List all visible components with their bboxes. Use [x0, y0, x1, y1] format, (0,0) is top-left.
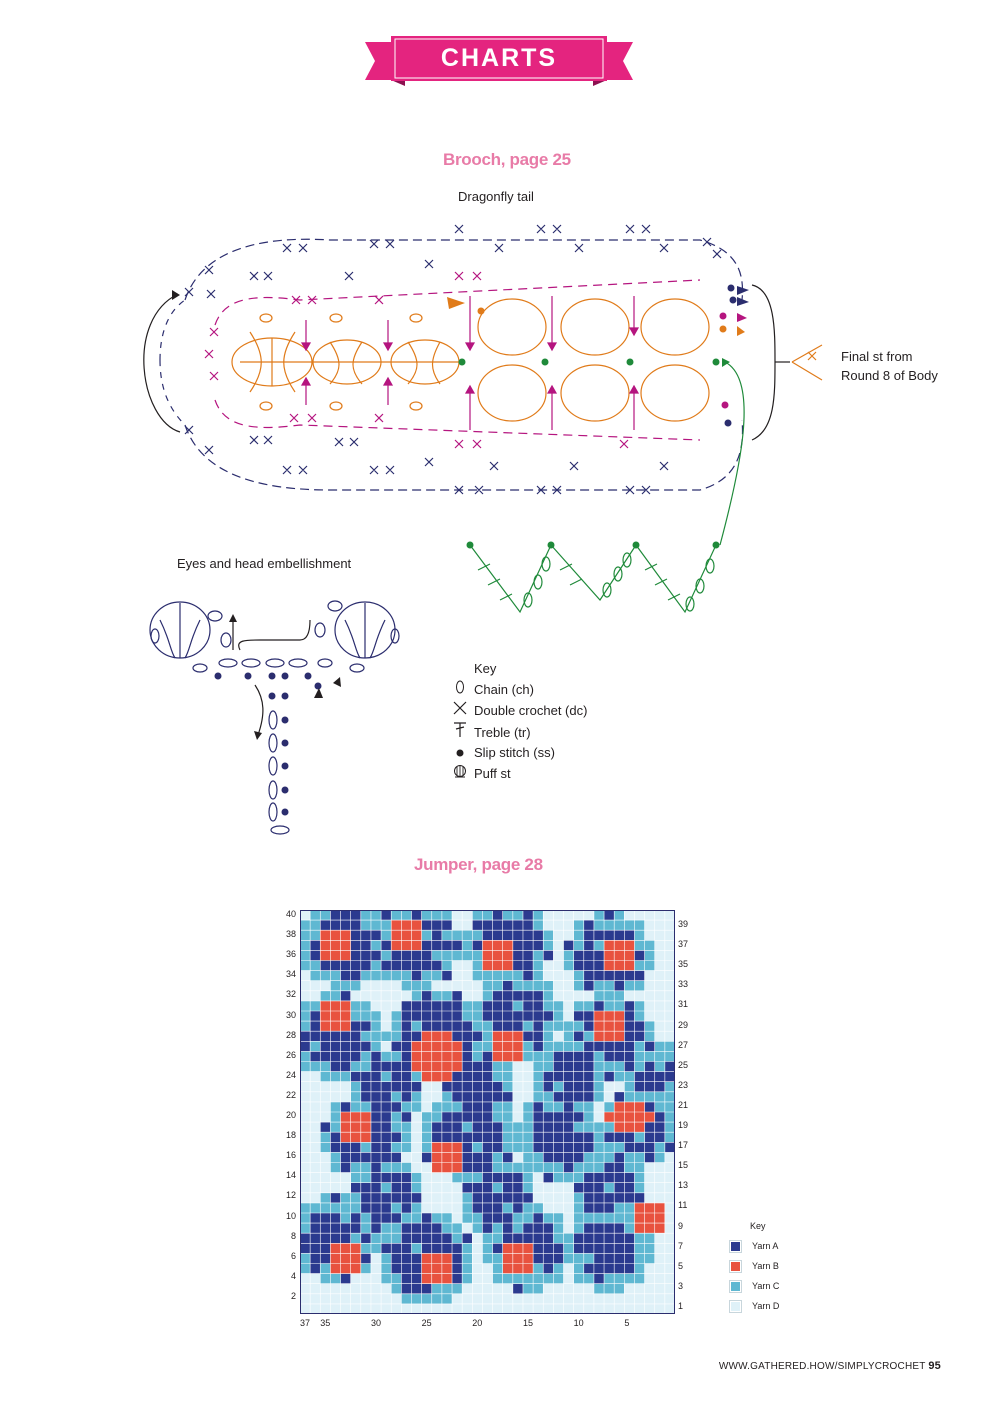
key-label-chain: Chain (ch)	[474, 682, 534, 697]
row-number-right: 9	[678, 1220, 684, 1231]
double-crochet-icon	[452, 700, 468, 721]
jumper-colourwork-chart	[300, 910, 675, 1314]
key-item-treble: Treble (tr)	[452, 721, 587, 742]
dragonfly-tail-label: Dragonfly tail	[458, 189, 534, 204]
row-number-left: 14	[285, 1170, 296, 1181]
stitch-number: 15	[522, 1318, 533, 1328]
row-number-right: 33	[678, 979, 689, 990]
row-number-left: 6	[290, 1250, 296, 1261]
row-number-left: 8	[290, 1230, 296, 1241]
yarn-a-swatch	[729, 1240, 742, 1254]
yarn-d-label: Yarn D	[752, 1301, 780, 1311]
row-number-left: 30	[285, 1009, 296, 1020]
row-number-right: 37	[678, 939, 689, 950]
yarn-b-label: Yarn B	[752, 1261, 779, 1271]
key-item-chain: Chain (ch)	[452, 679, 587, 700]
key-item-dc: Double crochet (dc)	[452, 700, 587, 721]
row-number-left: 20	[285, 1110, 296, 1120]
row-number-left: 24	[285, 1069, 296, 1080]
jumper-title: Jumper, page 28	[414, 855, 543, 874]
key-yarn-b: Yarn B	[729, 1256, 779, 1276]
yarn-c-label: Yarn C	[752, 1281, 780, 1291]
row-number-right: 3	[678, 1280, 684, 1291]
row-number-right: 7	[678, 1240, 684, 1251]
yarn-b-swatch	[729, 1260, 742, 1274]
final-st-label-line2: Round 8 of Body	[841, 368, 938, 383]
eyes-head-label: Eyes and head embellishment	[177, 556, 352, 571]
key-yarn-a: Yarn A	[729, 1236, 779, 1256]
row-number-right: 13	[678, 1180, 689, 1191]
key-item-slip: Slip stitch (ss)	[452, 742, 587, 763]
stitch-number: 25	[421, 1318, 432, 1328]
tail-puff-stitches	[231, 298, 710, 422]
page-heading: CHARTS	[440, 44, 558, 72]
key-item-puff: Puff st	[452, 763, 587, 784]
green-edging-fans	[469, 544, 717, 614]
key-yarn-c: Yarn C	[729, 1276, 780, 1296]
treble-icon	[452, 721, 468, 743]
stitch-number: 35	[320, 1318, 331, 1328]
row-number-right: 27	[678, 1039, 689, 1050]
row-number-left: 34	[285, 969, 296, 980]
row-number-left: 36	[285, 949, 296, 960]
slip-stitch-icon	[452, 742, 468, 763]
row-number-right: 15	[678, 1160, 689, 1171]
key-label-treble: Treble (tr)	[474, 725, 531, 740]
dragonfly-tail-diagram	[143, 224, 823, 614]
row-number-left: 32	[285, 989, 296, 1000]
key-label-dc: Double crochet (dc)	[474, 703, 588, 718]
row-number-right: 29	[678, 1019, 689, 1030]
brooch-title: Brooch, page 25	[443, 150, 571, 169]
key-label-slip: Slip stitch (ss)	[474, 745, 555, 760]
final-st-label-line1: Final st from	[841, 349, 913, 364]
row-number-right: 5	[678, 1260, 684, 1271]
yarn-c-swatch	[729, 1280, 742, 1294]
stitch-number: 37	[300, 1318, 311, 1328]
key-label-puff: Puff st	[474, 766, 511, 781]
tail-magenta-round	[204, 271, 701, 449]
row-number-left: 38	[285, 929, 296, 940]
row-number-left: 10	[285, 1210, 296, 1221]
row-number-left: 12	[285, 1190, 296, 1201]
yarn-d-swatch	[729, 1300, 742, 1314]
stitch-number: 5	[624, 1318, 630, 1328]
row-number-left: 40	[285, 909, 296, 919]
footer: WWW.GATHERED.HOW/SIMPLYCROCHET 95	[719, 1360, 941, 1372]
chain-icon	[452, 679, 468, 700]
charts-banner	[365, 36, 633, 86]
key-yarn-d: Yarn D	[729, 1296, 780, 1316]
stitch-number: 10	[573, 1318, 584, 1328]
jumper-key: Key Yarn A Yarn B Yarn C Yarn D	[729, 1216, 780, 1316]
tail-outer-round	[159, 238, 744, 491]
stitch-number: 20	[472, 1318, 483, 1328]
yarn-a-label: Yarn A	[752, 1241, 779, 1251]
stitch-number: 30	[370, 1318, 381, 1328]
row-number-left: 18	[285, 1130, 296, 1141]
row-number-right: 25	[678, 1059, 689, 1070]
row-number-left: 2	[290, 1290, 296, 1301]
row-number-left: 26	[285, 1049, 296, 1060]
row-number-right: 11	[678, 1200, 688, 1211]
eyes-head-diagram	[149, 600, 400, 835]
brooch-key-title: Key	[474, 661, 497, 676]
footer-url: WWW.GATHERED.HOW/SIMPLYCROCHET	[718, 1361, 926, 1372]
row-number-left: 4	[290, 1270, 296, 1281]
jumper-key-title: Key	[750, 1221, 766, 1231]
row-number-right: 39	[678, 919, 689, 929]
row-number-left: 16	[285, 1150, 296, 1161]
bottom-stitch-numbers: 37 35 30 25 20 15 10 5	[298, 1318, 678, 1330]
page-number: 95	[928, 1360, 941, 1372]
row-number-right: 23	[678, 1079, 689, 1090]
row-number-left: 22	[285, 1089, 296, 1100]
row-number-right: 21	[678, 1099, 689, 1110]
tail-dc-marks	[184, 224, 722, 299]
row-number-right: 31	[678, 999, 689, 1010]
row-number-right: 35	[678, 959, 689, 970]
row-number-right: 17	[678, 1140, 689, 1151]
row-number-left: 28	[285, 1029, 296, 1040]
puff-st-icon	[452, 763, 468, 784]
brooch-key: Key Chain (ch) Double crochet (dc) Trebl…	[452, 658, 587, 784]
row-number-right: 1	[678, 1300, 684, 1311]
row-number-right: 19	[678, 1120, 689, 1130]
